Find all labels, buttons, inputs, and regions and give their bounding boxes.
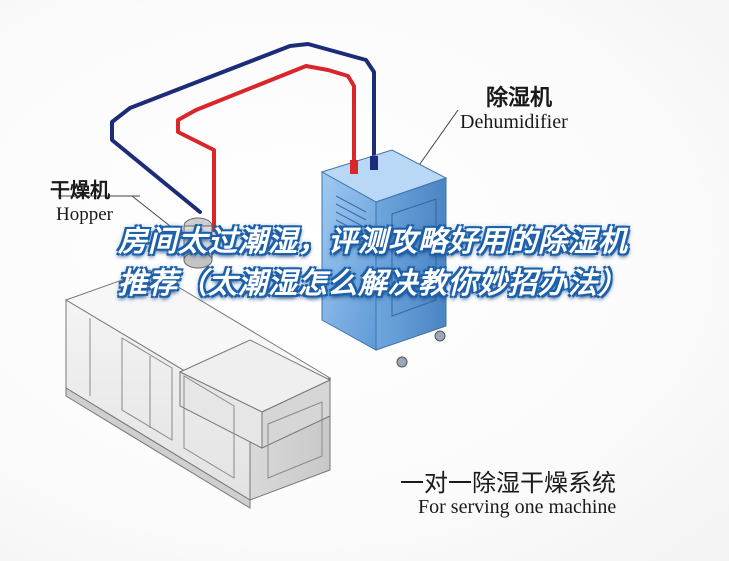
return-air-pipe bbox=[110, 42, 376, 214]
hopper-dryer bbox=[183, 217, 213, 269]
molding-machine bbox=[64, 269, 332, 509]
dry-air-pipe bbox=[176, 64, 356, 232]
article-title-overlay: 房间太过潮湿，评测攻略好用的除湿机推荐（太潮湿怎么解决教你妙招办法） bbox=[118, 224, 629, 300]
hopper-leader-line-2 bbox=[131, 195, 171, 227]
hopper-label-en: Hopper bbox=[56, 204, 113, 225]
dehumidifier-label-en: Dehumidifier bbox=[460, 111, 568, 133]
dehumidifier-unit bbox=[320, 149, 448, 368]
system-caption-en: For serving one machine bbox=[418, 496, 617, 518]
system-caption-cn: 一对一除湿干燥系统 bbox=[400, 469, 616, 497]
dehumidifier-label-cn: 除湿机 bbox=[486, 86, 553, 111]
hopper-label-cn: 干燥机 bbox=[50, 178, 110, 202]
